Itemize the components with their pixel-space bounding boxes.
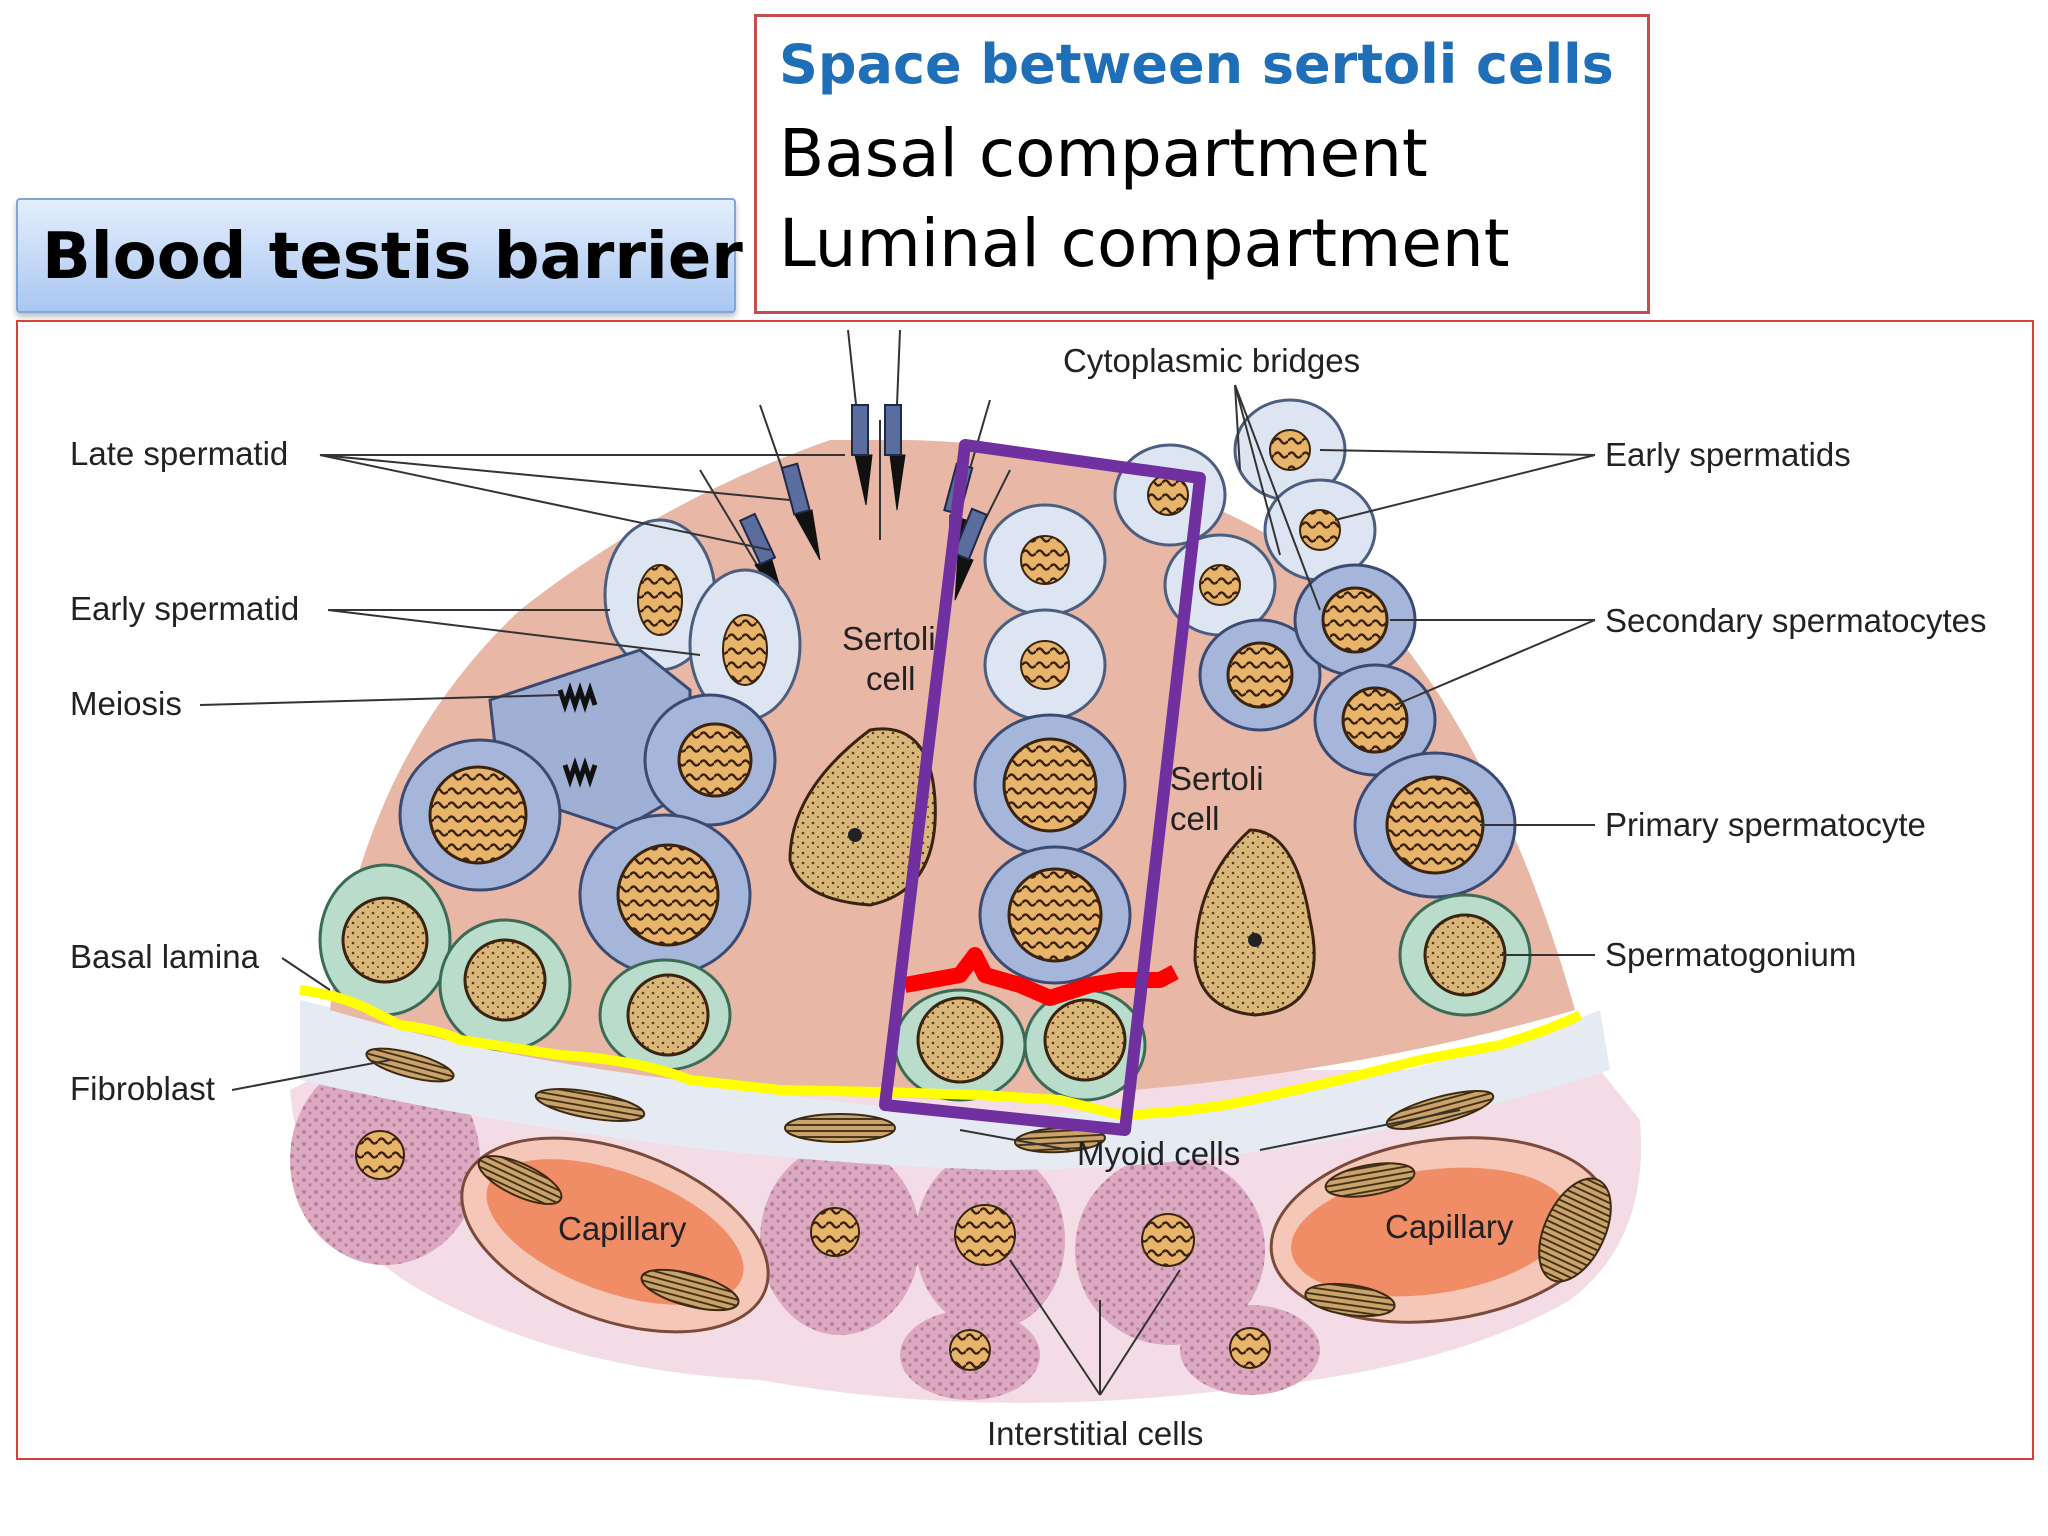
label-basal-lamina: Basal lamina bbox=[70, 938, 260, 975]
label-early-spermatids: Early spermatids bbox=[1605, 436, 1851, 473]
early-spermatid-cell bbox=[1233, 398, 1347, 502]
spermatogonium-cell bbox=[1023, 988, 1147, 1102]
capillary-left bbox=[460, 1136, 770, 1334]
spermatogonium-cell bbox=[318, 863, 452, 1017]
label-late-spermatid: Late spermatid bbox=[70, 435, 288, 472]
label-primary-spermatocyte: Primary spermatocyte bbox=[1605, 806, 1926, 843]
label-sertoli-cell-1-line2: cell bbox=[866, 660, 916, 697]
label-sertoli-cell-2-line1: Sertoli bbox=[1170, 760, 1264, 797]
label-sertoli-cell-2-line2: cell bbox=[1170, 800, 1220, 837]
label-sertoli-cell-1-line1: Sertoli bbox=[842, 620, 936, 657]
primary-spermatocyte-cell bbox=[398, 738, 562, 892]
leader-lines bbox=[199, 384, 1596, 1396]
secondary-spermatocyte-cell bbox=[1313, 663, 1437, 777]
early-spermatid-cell bbox=[1113, 443, 1227, 547]
info-luminal-compartment: Luminal compartment bbox=[779, 205, 1510, 282]
info-basal-compartment: Basal compartment bbox=[779, 115, 1428, 192]
label-fibroblast: Fibroblast bbox=[70, 1070, 215, 1107]
primary-spermatocyte-cell bbox=[973, 713, 1127, 857]
early-spermatid-cell bbox=[1263, 478, 1377, 582]
capillary-right bbox=[1269, 1136, 1612, 1324]
secondary-spermatocyte-cell bbox=[1293, 563, 1417, 677]
myoid-layer bbox=[300, 1000, 1610, 1170]
label-spermatogonium: Spermatogonium bbox=[1605, 936, 1856, 973]
label-early-spermatid: Early spermatid bbox=[70, 590, 299, 627]
fibroblast bbox=[365, 1047, 455, 1083]
label-secondary-spermatocytes: Secondary spermatocytes bbox=[1605, 602, 1987, 639]
primary-spermatocyte-cell bbox=[578, 813, 752, 977]
label-meiosis: Meiosis bbox=[70, 685, 182, 722]
label-myoid-cells: Myoid cells bbox=[1077, 1135, 1240, 1172]
basal-lamina-highlight bbox=[299, 985, 1583, 1121]
slide-title: Blood testis barrier bbox=[42, 220, 743, 294]
early-spermatid-cell bbox=[983, 608, 1107, 722]
primary-spermatocyte-cell bbox=[1353, 751, 1517, 899]
label-cytoplasmic-bridges: Cytoplasmic bridges bbox=[1063, 342, 1360, 379]
secondary-spermatocyte-cell bbox=[1198, 618, 1322, 732]
label-capillary-left: Capillary bbox=[558, 1210, 687, 1247]
spermatogonium-cell bbox=[893, 988, 1027, 1102]
primary-spermatocyte-cell bbox=[978, 845, 1132, 985]
figure-frame bbox=[16, 320, 2034, 1460]
label-interstitial-cells: Interstitial cells bbox=[987, 1415, 1203, 1452]
info-heading: Space between sertoli cells bbox=[779, 33, 1614, 96]
label-capillary-right: Capillary bbox=[1385, 1208, 1514, 1245]
early-spermatid-cell bbox=[983, 503, 1107, 617]
primary-spermatocyte-cell bbox=[643, 693, 777, 827]
spermatogonium-cell bbox=[438, 918, 572, 1052]
info-box: Space between sertoli cells Basal compar… bbox=[754, 14, 1650, 314]
spermatogonium-cell bbox=[598, 958, 732, 1072]
sertoli-nucleus bbox=[1193, 828, 1316, 1017]
early-spermatid-cell bbox=[688, 568, 802, 722]
title-box: Blood testis barrier bbox=[16, 198, 743, 313]
sertoli-space-highlight bbox=[879, 439, 1206, 1136]
